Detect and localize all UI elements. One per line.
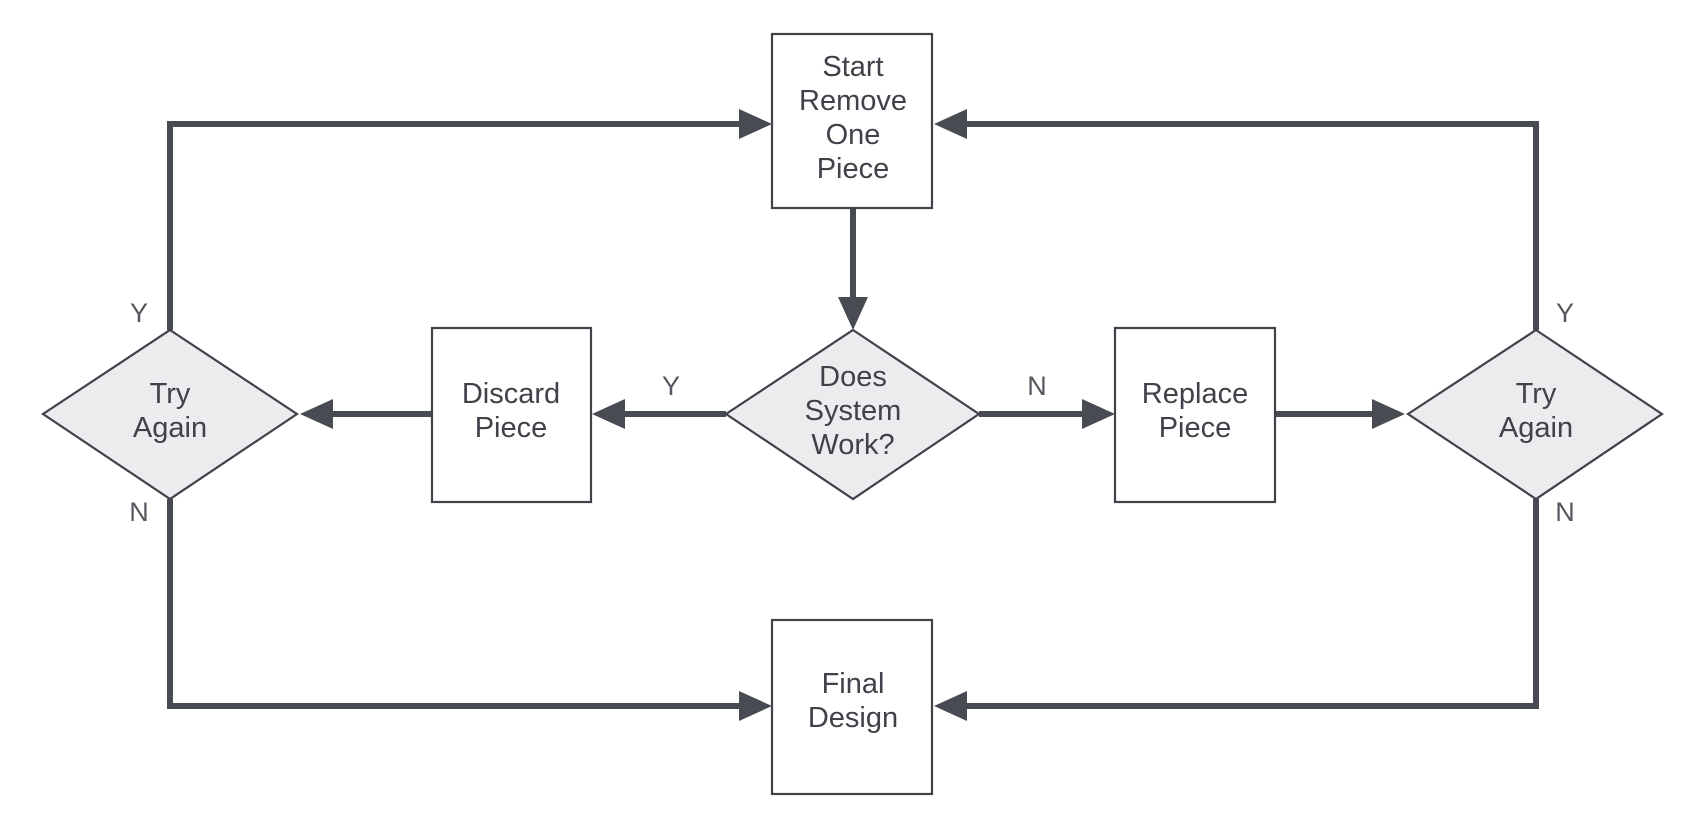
edge-labels: Y N Y N Y N	[129, 298, 1575, 527]
node-try-right-line-2: Again	[1499, 412, 1573, 444]
arrowhead	[739, 691, 772, 721]
edge-try-left-to-start	[167, 121, 742, 330]
edge-try-right-to-start	[964, 121, 1539, 330]
edge-try-right-to-final	[964, 499, 1539, 709]
node-decision: Does System Work?	[724, 328, 981, 501]
arrowhead	[300, 399, 333, 429]
node-discard-line-1: Discard	[462, 378, 560, 410]
node-replace-line-2: Piece	[1159, 412, 1232, 444]
node-start: Start Remove One Piece	[770, 32, 934, 210]
edges	[167, 109, 1539, 721]
arrowhead	[1372, 399, 1405, 429]
node-start-line-2: Remove	[799, 85, 907, 117]
node-try-left-line-2: Again	[133, 412, 207, 444]
arrowhead	[1082, 399, 1115, 429]
arrowhead	[838, 297, 868, 330]
arrowhead	[934, 109, 967, 139]
node-try-right: Try Again	[1406, 328, 1664, 501]
node-try-right-line-1: Try	[1516, 378, 1557, 410]
edge-try-left-to-final	[167, 499, 742, 709]
node-start-line-3: One	[826, 119, 881, 151]
label-decision-no: N	[1027, 371, 1047, 401]
node-start-line-4: Piece	[817, 153, 890, 185]
node-replace: Replace Piece	[1113, 326, 1277, 504]
label-right-yes: Y	[1556, 298, 1574, 328]
node-decision-line-1: Does	[819, 361, 887, 393]
arrowhead	[592, 399, 625, 429]
node-discard-line-2: Piece	[475, 412, 548, 444]
label-right-no: N	[1555, 497, 1575, 527]
label-decision-yes: Y	[662, 371, 680, 401]
node-discard: Discard Piece	[430, 326, 593, 504]
node-final-line-2: Design	[808, 702, 898, 734]
arrowhead	[739, 109, 772, 139]
node-try-left-line-1: Try	[150, 378, 191, 410]
node-final: Final Design	[770, 618, 934, 796]
label-left-yes: Y	[130, 298, 148, 328]
node-start-line-1: Start	[822, 51, 883, 83]
arrowhead	[934, 691, 967, 721]
node-final-line-1: Final	[822, 668, 885, 700]
node-try-left: Try Again	[41, 328, 299, 501]
node-replace-line-1: Replace	[1142, 378, 1248, 410]
label-left-no: N	[129, 497, 149, 527]
node-decision-line-2: System	[805, 395, 902, 427]
node-decision-line-3: Work?	[811, 429, 894, 461]
